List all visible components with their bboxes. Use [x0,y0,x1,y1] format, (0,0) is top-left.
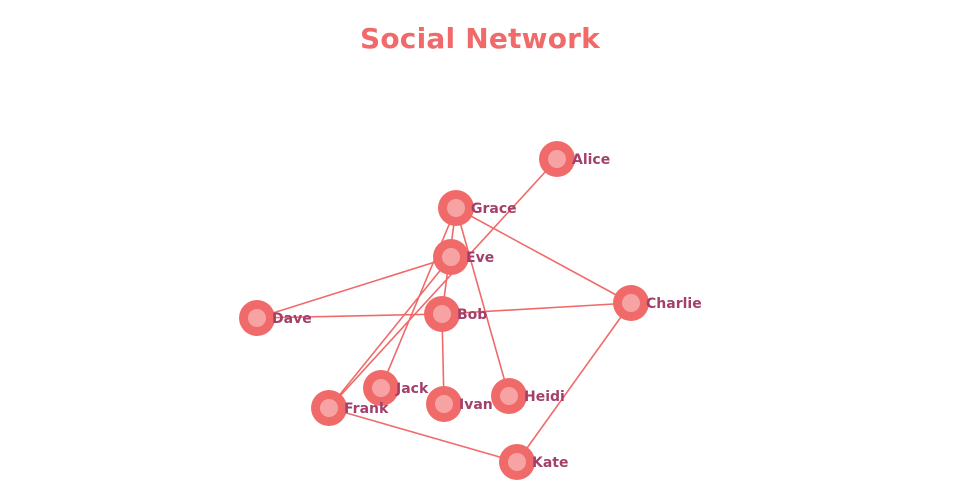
node-inner-circle [435,395,453,413]
node-label: Grace [471,201,517,217]
node-dave[interactable]: Dave [239,300,312,336]
node-label: Dave [272,311,312,327]
node-inner-circle [372,379,390,397]
node-heidi[interactable]: Heidi [491,378,565,414]
node-inner-circle [320,399,338,417]
edge-bob-charlie [441,302,632,315]
node-frank[interactable]: Frank [311,390,389,426]
node-alice[interactable]: Alice [539,141,610,177]
node-label: Heidi [524,389,565,405]
node-inner-circle [548,150,566,168]
node-charlie[interactable]: Charlie [613,285,702,321]
node-inner-circle [248,309,266,327]
node-inner-circle [433,305,451,323]
edge-charlie-kate [516,302,632,463]
node-kate[interactable]: Kate [499,444,568,480]
node-eve[interactable]: Eve [433,239,494,275]
node-ivan[interactable]: Ivan [426,386,493,422]
diagram-title: Social Network [360,22,600,55]
node-inner-circle [442,248,460,266]
edge-eve-dave [256,256,452,319]
edge-grace-heidi [455,207,510,397]
node-label: Ivan [459,397,493,413]
node-label: Alice [572,152,610,168]
node-bob[interactable]: Bob [424,296,487,332]
node-inner-circle [500,387,518,405]
node-jack[interactable]: Jack [363,370,429,406]
node-inner-circle [447,199,465,217]
node-label: Frank [344,401,389,417]
node-label: Jack [395,381,429,397]
node-label: Bob [457,307,487,323]
node-label: Kate [532,455,568,471]
node-label: Eve [466,250,494,266]
edges-layer [256,158,632,463]
node-grace[interactable]: Grace [438,190,517,226]
edge-alice-frank [328,158,558,409]
node-inner-circle [508,453,526,471]
node-label: Charlie [646,296,702,312]
edge-grace-charlie [455,207,632,304]
edge-frank-kate [328,407,518,463]
edge-dave-bob [256,313,443,319]
edge-eve-frank [328,256,452,409]
node-inner-circle [622,294,640,312]
